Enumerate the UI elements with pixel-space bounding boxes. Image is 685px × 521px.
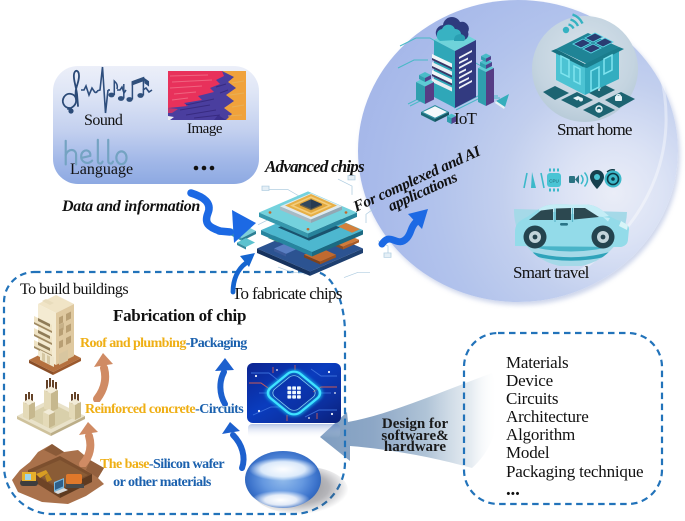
svg-text:CPU: CPU: [549, 179, 559, 184]
